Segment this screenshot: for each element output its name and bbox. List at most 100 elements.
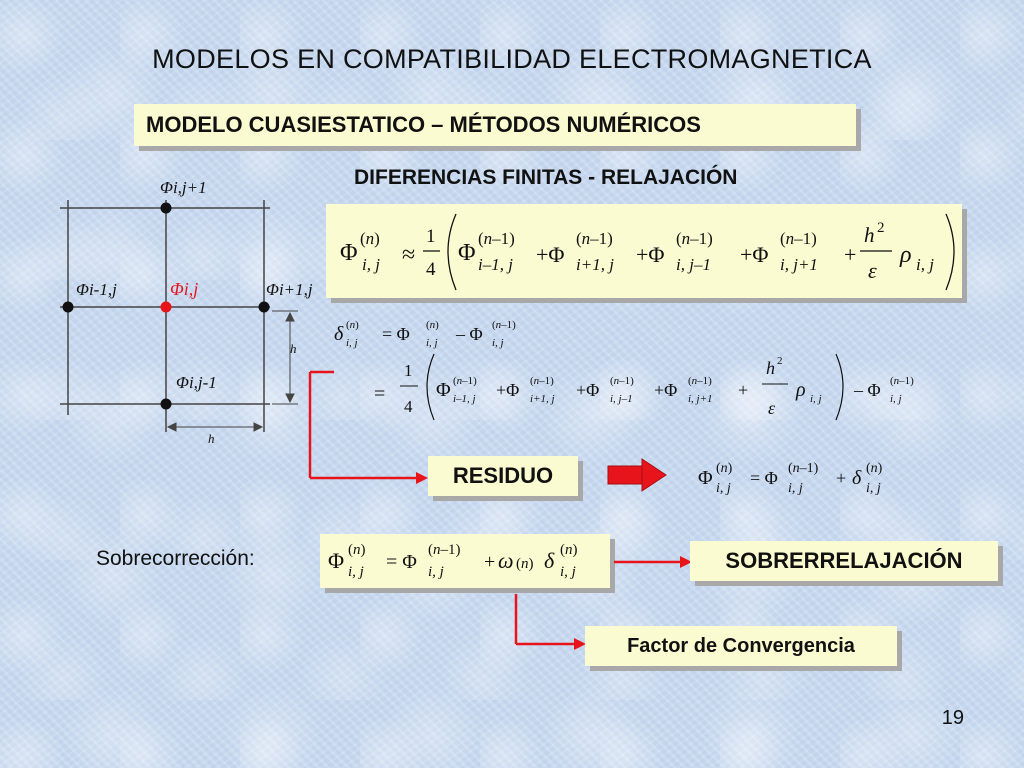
svg-text:(n–1): (n–1) [576, 229, 613, 248]
factor-convergencia-box: Factor de Convergencia [585, 626, 897, 666]
svg-text:Φ: Φ [340, 240, 358, 266]
svg-text:+: + [484, 551, 495, 573]
svg-text:+Φ: +Φ [576, 380, 599, 400]
svg-text:ε: ε [868, 258, 877, 283]
svg-text:(n–1): (n–1) [428, 542, 461, 558]
svg-text:+Φ: +Φ [536, 242, 565, 267]
svg-text:i, j: i, j [362, 255, 380, 274]
svg-text:(n–1): (n–1) [688, 375, 712, 387]
svg-text:i–1, j: i–1, j [453, 393, 476, 405]
residuo-arrow-icon [607, 458, 667, 492]
sobrecorreccion-label: Sobrecorrección: [96, 547, 255, 570]
svg-text:≈: ≈ [402, 242, 415, 268]
svg-text:i, j+1: i, j+1 [780, 255, 818, 274]
residual-definition: δ (n) i, j = Φ (n) i, j – Φ (n–1) i, j =… [334, 319, 914, 421]
svg-text:i, j–1: i, j–1 [676, 255, 711, 274]
factor-connector [514, 594, 586, 650]
svg-text:i, j: i, j [346, 337, 358, 349]
residuo-connector [308, 370, 428, 484]
residuo-box: RESIDUO [428, 456, 578, 496]
svg-text:(n–1): (n–1) [492, 319, 516, 331]
svg-text:Φ: Φ [698, 467, 713, 489]
svg-text:i, j: i, j [428, 564, 444, 580]
svg-text:(n–1): (n–1) [780, 229, 817, 248]
svg-text:Φ: Φ [458, 240, 476, 266]
svg-text:= Φ: = Φ [750, 468, 778, 488]
svg-text:i, j: i, j [890, 393, 902, 405]
node-bottom [160, 398, 172, 410]
svg-text:(n): (n) [426, 319, 439, 331]
svg-text:(n): (n) [716, 461, 733, 476]
svg-text:δ: δ [544, 548, 555, 573]
svg-text:(n): (n) [348, 542, 366, 558]
relaxation-equation-box: Φ (n) i, j ≈ 1 4 Φ (n–1) i–1, j +Φ (n–1)… [326, 204, 962, 298]
node-right [258, 301, 270, 313]
svg-text:(n): (n) [346, 319, 359, 331]
svg-text:=: = [374, 383, 385, 405]
svg-text:(n): (n) [560, 542, 578, 558]
svg-text:δ: δ [852, 467, 862, 489]
label-node-bottom: Φi,j-1 [176, 373, 217, 392]
svg-text:1: 1 [426, 226, 436, 247]
svg-text:i, j: i, j [492, 337, 504, 349]
svg-text:+: + [738, 380, 748, 400]
section-title: DIFERENCIAS FINITAS - RELAJACIÓN [354, 166, 738, 189]
svg-text:(n–1): (n–1) [788, 461, 819, 476]
svg-text:(n–1): (n–1) [530, 375, 554, 387]
svg-text:(n–1): (n–1) [890, 375, 914, 387]
svg-text:i, j: i, j [788, 481, 803, 496]
svg-text:i–1, j: i–1, j [478, 255, 513, 274]
node-left [62, 301, 74, 313]
h-horizontal: h [208, 431, 215, 446]
svg-text:+Φ: +Φ [636, 242, 665, 267]
svg-text:(n–1): (n–1) [453, 375, 477, 387]
svg-text:Φ: Φ [328, 548, 344, 573]
svg-text:– Φ: – Φ [853, 380, 881, 400]
svg-text:+: + [844, 242, 856, 267]
svg-text:i+1, j: i+1, j [530, 393, 555, 405]
svg-text:h: h [864, 223, 875, 247]
svg-text:i, j: i, j [426, 337, 438, 349]
svg-text:i, j: i, j [916, 255, 934, 274]
svg-text:+Φ: +Φ [740, 242, 769, 267]
page-number: 19 [941, 707, 964, 729]
svg-text:2: 2 [877, 220, 885, 236]
svg-text:– Φ: – Φ [455, 324, 483, 344]
subtitle-box: MODELO CUASIESTATICO – MÉTODOS NUMÉRICOS [134, 104, 856, 146]
svg-text:i, j–1: i, j–1 [610, 393, 633, 405]
svg-text:(n): (n) [516, 556, 534, 572]
overrelaxation-equation: Φ (n) i, j = Φ (n–1) i, j + ω (n) δ (n) … [328, 542, 578, 580]
svg-text:i, j: i, j [866, 481, 881, 496]
label-node-right: Φi+1,j [266, 280, 313, 299]
svg-text:= Φ: = Φ [382, 324, 410, 344]
h-vertical: h [290, 341, 297, 356]
sobrerrelajacion-arrow [614, 556, 692, 568]
svg-text:(n): (n) [866, 461, 883, 476]
svg-text:δ: δ [334, 323, 344, 345]
svg-text:(n): (n) [360, 229, 380, 248]
svg-text:1: 1 [404, 361, 413, 380]
svg-text:i, j+1: i, j+1 [688, 393, 713, 405]
finite-difference-grid: h h [60, 200, 298, 446]
overrelaxation-equation-box: Φ (n) i, j = Φ (n–1) i, j + ω (n) δ (n) … [320, 534, 610, 588]
svg-text:ρ: ρ [899, 242, 912, 268]
svg-text:(n–1): (n–1) [676, 229, 713, 248]
svg-text:4: 4 [404, 397, 413, 416]
svg-text:ε: ε [768, 398, 776, 418]
svg-text:(n–1): (n–1) [478, 229, 515, 248]
svg-text:+Φ: +Φ [654, 380, 677, 400]
svg-text:i, j: i, j [810, 393, 822, 405]
label-node-left: Φi-1,j [76, 280, 117, 299]
svg-text:4: 4 [426, 259, 436, 280]
label-node-top: Φi,j+1 [160, 178, 207, 197]
svg-text:i+1, j: i+1, j [576, 255, 614, 274]
svg-text:+: + [836, 468, 846, 488]
svg-text:Φ: Φ [436, 379, 451, 401]
label-node-center: Φi,j [170, 279, 199, 299]
slide-title: MODELOS EN COMPATIBILIDAD ELECTROMAGNETI… [152, 44, 872, 74]
svg-text:i, j: i, j [560, 564, 576, 580]
node-top [160, 202, 172, 214]
svg-text:ρ: ρ [795, 379, 806, 401]
svg-text:ω: ω [498, 548, 514, 573]
svg-text:i, j: i, j [716, 481, 731, 496]
